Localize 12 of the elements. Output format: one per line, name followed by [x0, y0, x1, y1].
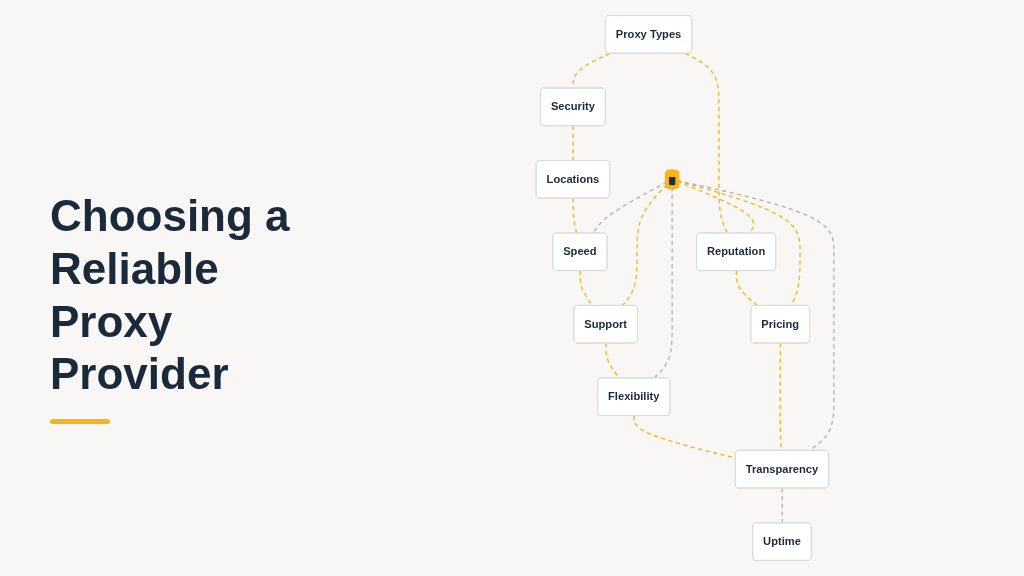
connector [735, 270, 759, 307]
title: Choosing a Reliable Proxy Provider [50, 190, 291, 401]
connector [621, 184, 668, 307]
connector [676, 180, 755, 234]
connector [572, 197, 578, 234]
connector [572, 125, 574, 162]
connector [653, 186, 673, 379]
connector [781, 487, 784, 524]
node-cylinder [664, 169, 680, 190]
connector [592, 181, 668, 234]
connector [676, 180, 801, 307]
connector [684, 52, 729, 234]
